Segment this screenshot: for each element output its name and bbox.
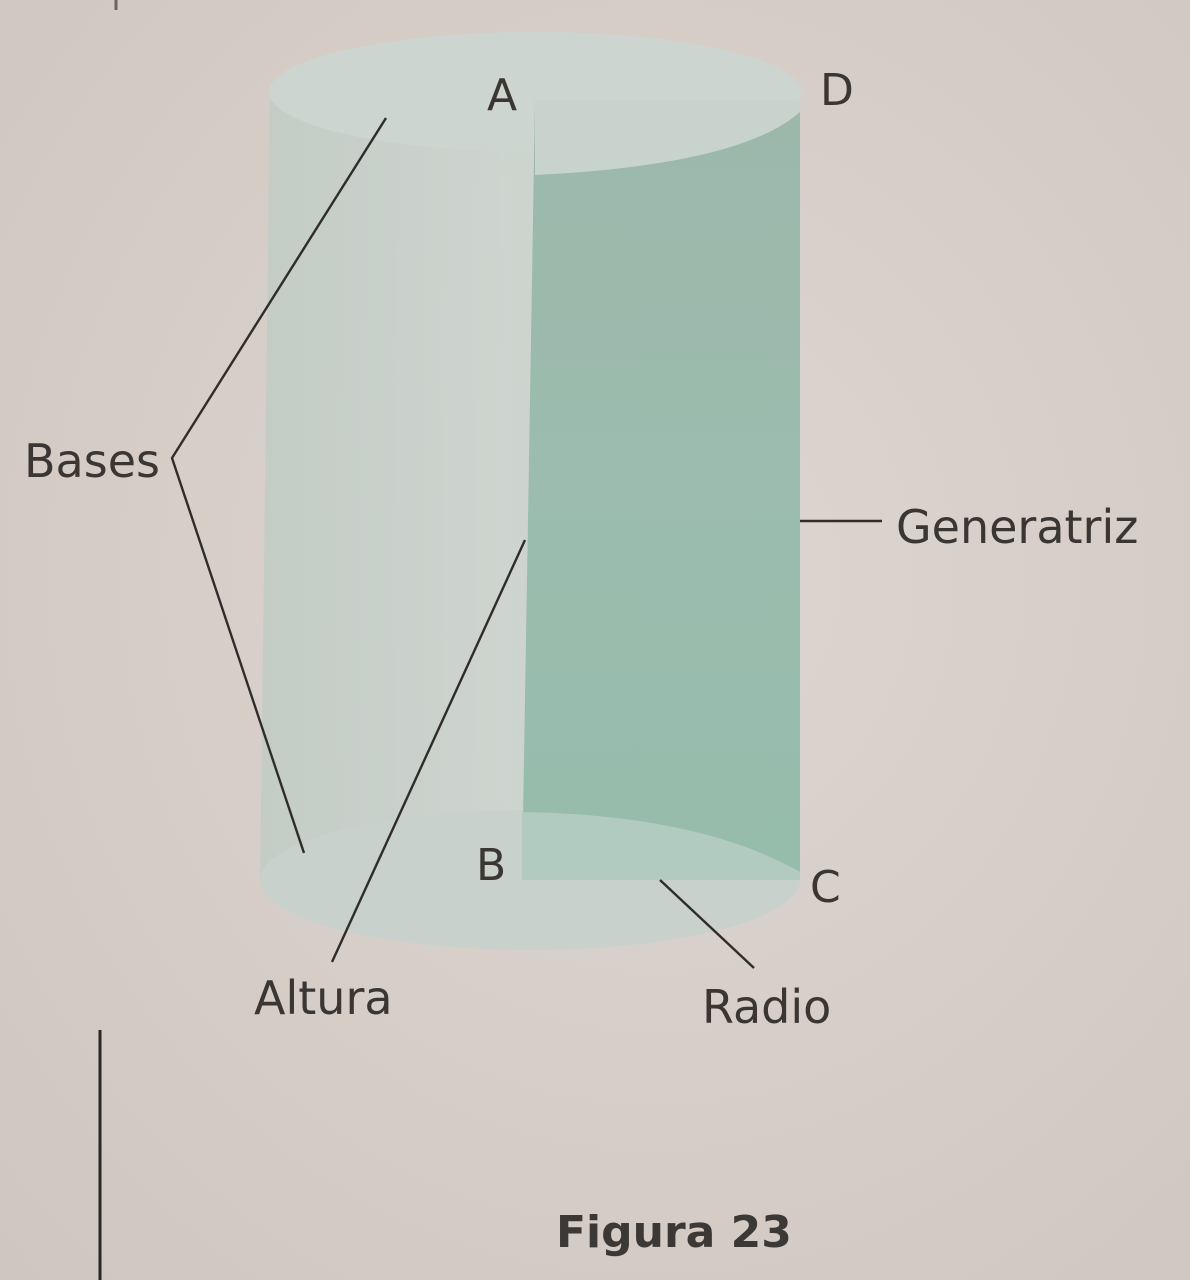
altura-leader-line <box>330 539 527 963</box>
point-label-c: C <box>810 862 841 913</box>
generatriz-label: Generatriz <box>896 500 1138 554</box>
rectangle-top-arc <box>535 100 800 175</box>
radio-label: Radio <box>702 980 831 1034</box>
altura-label: Altura <box>254 971 393 1025</box>
point-label-d: D <box>820 65 854 116</box>
bases-label: Bases <box>24 434 160 488</box>
point-label-b: B <box>476 840 506 891</box>
rectangle-bottom-arc <box>522 812 800 880</box>
bases-leader-line <box>170 117 388 854</box>
figure-caption: Figura 23 <box>556 1207 792 1258</box>
radio-leader-line <box>659 879 755 969</box>
generating-rectangle <box>522 100 800 878</box>
point-label-a: A <box>487 70 517 121</box>
